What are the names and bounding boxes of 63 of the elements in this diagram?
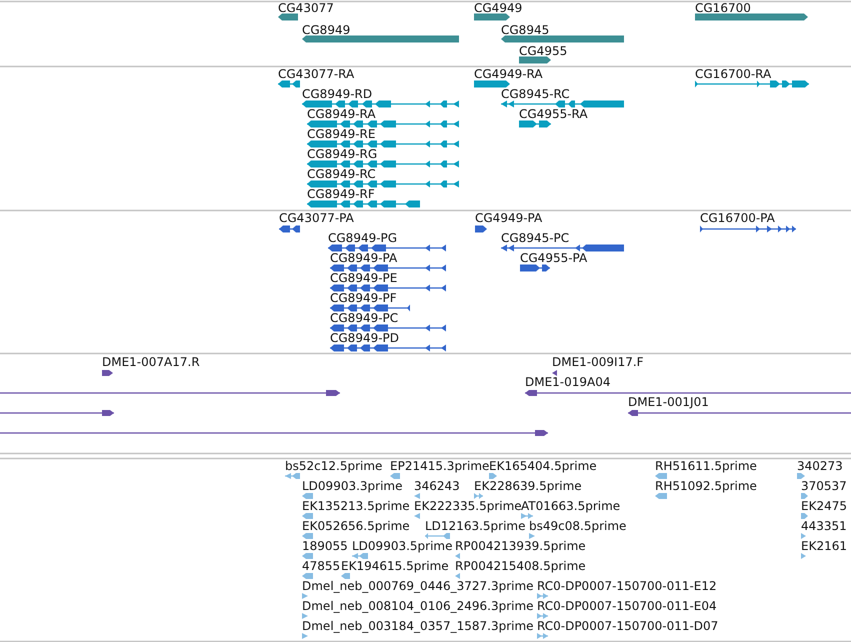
feature-label: CG4949-RA — [474, 67, 543, 81]
feature-label: 346243 — [414, 479, 460, 493]
feature-label: 189055 — [302, 539, 348, 553]
feature-label: CG8949-RG — [307, 147, 378, 161]
feature-label: DME1-009I17.F — [552, 355, 644, 369]
feature-label: LD09903.5prime — [352, 539, 453, 553]
feature-label: CG8949-PC — [330, 311, 398, 325]
feature-label: DME1-019A04 — [525, 375, 611, 389]
feature-label: DME1-001J01 — [628, 395, 709, 409]
feature-label: CG8949-RD — [302, 87, 372, 101]
feature-label: CG16700-RA — [695, 67, 772, 81]
feature-label: 370537 — [801, 479, 847, 493]
feature-label: RC0-DP0007-150700-011-E12 — [537, 579, 717, 593]
feature-label: CG43077-PA — [279, 211, 354, 225]
feature-label: 340273 — [797, 459, 843, 473]
feature-label: CG8945-PC — [501, 231, 570, 245]
feature-label: Dmel_neb_003184_0357_1587.3prime — [302, 619, 534, 633]
feature-label: EK135213.5prime — [302, 499, 410, 513]
feature-label: CG8949-RA — [307, 107, 376, 121]
feature-label: LD09903.3prime — [302, 479, 403, 493]
feature-label: CG4949 — [474, 1, 522, 15]
feature-label: CG8949-RC — [307, 167, 376, 181]
feature-label: LD12163.5prime — [425, 519, 526, 533]
feature-label: EK194615.5prime — [341, 559, 449, 573]
feature-label: EK2475 — [801, 499, 847, 513]
feature-label: CG8949-PE — [330, 271, 398, 285]
feature-label: CG16700 — [695, 1, 751, 15]
feature-label: RP004213939.5prime — [455, 539, 586, 553]
feature-label: CG8949 — [302, 23, 350, 37]
feature-label: RH51092.5prime — [655, 479, 757, 493]
feature-label: CG8949-PA — [330, 251, 398, 265]
feature-label: bs52c12.5prime — [285, 459, 382, 473]
feature-label: CG4955-PA — [520, 251, 588, 265]
feature-label: CG8945 — [501, 23, 550, 37]
feature-label: CG8945-RC — [501, 87, 570, 101]
feature-label: CG8949-PG — [328, 231, 398, 245]
feature-label: RH51611.5prime — [655, 459, 757, 473]
feature-label: EK165404.5prime — [489, 459, 597, 473]
feature-label: CG8949-PD — [330, 331, 400, 345]
feature-label: EK222335.5prime — [414, 499, 522, 513]
feature-label: EK2161 — [801, 539, 847, 553]
feature-label: 47855 — [302, 559, 340, 573]
feature-label: EK228639.5prime — [474, 479, 582, 493]
feature-label: RP004215408.5prime — [455, 559, 586, 573]
feature-label: RC0-DP0007-150700-011-E04 — [537, 599, 717, 613]
feature-label: 443351 — [801, 519, 847, 533]
feature-label: EP21415.3prime — [390, 459, 490, 473]
feature-label: CG8949-RE — [307, 127, 376, 141]
feature-label: CG43077-RA — [278, 67, 354, 81]
feature-label: CG16700-PA — [700, 211, 775, 225]
feature-label: Dmel_neb_008104_0106_2496.3prime — [302, 599, 534, 613]
feature-label: CG4955-RA — [519, 107, 588, 121]
feature-label: DME1-007A17.R — [102, 355, 200, 369]
feature-label: Dmel_neb_000769_0446_3727.3prime — [302, 579, 534, 593]
feature-label: RC0-DP0007-150700-011-D07 — [537, 619, 718, 633]
feature-label: EK052656.5prime — [302, 519, 410, 533]
feature-label: CG4949-PA — [475, 211, 542, 225]
feature-label: CG4955 — [519, 44, 568, 58]
feature-label: CG8949-PF — [330, 291, 397, 305]
feature-label: CG43077 — [278, 1, 334, 15]
feature-label: AT01663.5prime — [521, 499, 620, 513]
feature-label: CG8949-RF — [307, 187, 375, 201]
feature-label: bs49c08.5prime — [529, 519, 626, 533]
